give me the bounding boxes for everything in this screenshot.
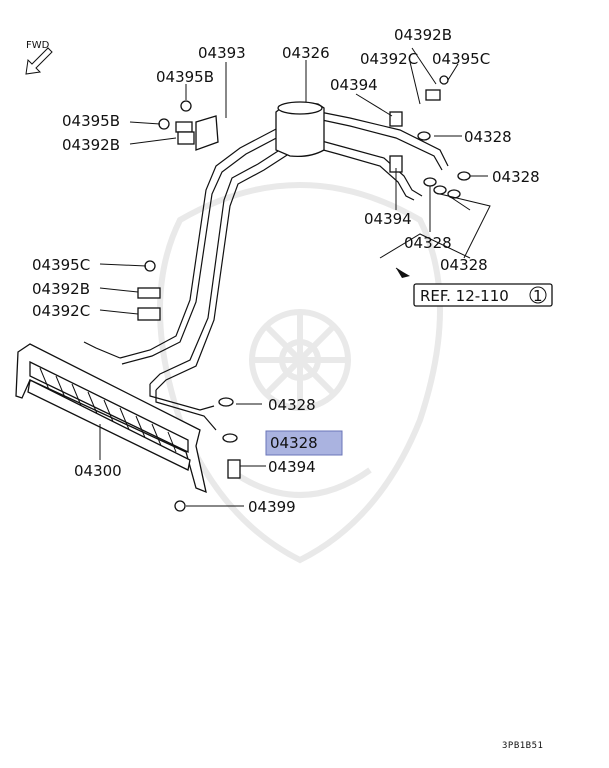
label-04395c-top: 04395C [432, 50, 490, 68]
label-04395b-left: 04395B [62, 112, 120, 130]
fwd-arrow: FWD [25, 40, 53, 75]
label-04326: 04326 [282, 44, 330, 62]
label-04328-r4: 04328 [440, 256, 488, 274]
oil-cooler [15, 343, 207, 494]
part-labels: 04393 04326 04392B 04395B 04392C 04395C … [32, 26, 540, 516]
hardware-parts [137, 75, 471, 512]
label-04328-r1: 04328 [464, 128, 512, 146]
label-04392b-left: 04392B [62, 136, 120, 154]
drawing-code: 3PB1B51 [502, 741, 543, 751]
ref-arrow [396, 268, 410, 278]
highlight-box [265, 430, 343, 456]
label-04328-r2: 04328 [492, 168, 540, 186]
label-04392b-left2: 04392B [32, 280, 90, 298]
reference-box: REF. 12-110 1 [413, 283, 553, 307]
label-04394-low: 04394 [268, 458, 316, 476]
oil-reservoir [275, 60, 325, 158]
label-04393: 04393 [198, 44, 246, 62]
watermark-emblem [157, 182, 443, 564]
ref-label: REF. 12-110 [420, 287, 509, 305]
label-04300: 04300 [74, 462, 122, 480]
label-04394-mid: 04394 [364, 210, 412, 228]
label-04399: 04399 [248, 498, 296, 516]
label-04395c-left: 04395C [32, 256, 90, 274]
label-04392c-top: 04392C [360, 50, 418, 68]
label-04395b: 04395B [156, 68, 214, 86]
label-04392c-left: 04392C [32, 302, 90, 320]
svg-text:FWD: FWD [26, 40, 50, 51]
label-04392b-top: 04392B [394, 26, 452, 44]
label-04328-low1: 04328 [268, 396, 316, 414]
leader-lines [99, 47, 491, 507]
label-04394-top: 04394 [330, 76, 378, 94]
label-04328-r3: 04328 [404, 234, 452, 252]
ref-circle-number: 1 [533, 287, 543, 305]
label-04328-low2: 04328 [270, 434, 318, 452]
